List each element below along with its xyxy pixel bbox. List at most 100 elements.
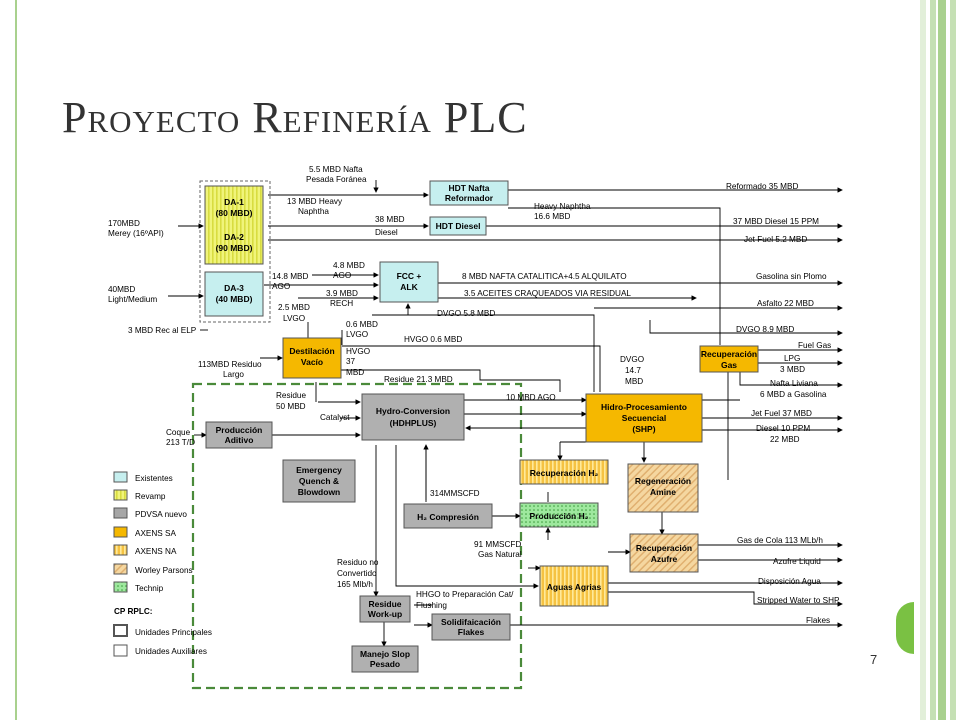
unit-da1-da2[interactable]: DA-1 (80 MBD) DA-2 (90 MBD) bbox=[204, 185, 264, 265]
svg-text:Merey (16ºAPI): Merey (16ºAPI) bbox=[108, 229, 164, 238]
svg-text:Unidades Auxiliares: Unidades Auxiliares bbox=[135, 647, 207, 656]
unit-produccion-aditivo[interactable]: Producción Aditivo bbox=[205, 421, 273, 449]
svg-text:(80 MBD): (80 MBD) bbox=[216, 208, 253, 218]
svg-text:DA-2: DA-2 bbox=[224, 232, 244, 242]
slide-title: Proyecto Refinería PLC bbox=[62, 93, 528, 142]
svg-text:Technip: Technip bbox=[135, 584, 164, 593]
slide-tab-marker bbox=[896, 602, 914, 654]
svg-text:Blowdown: Blowdown bbox=[298, 487, 341, 497]
unit-destilacion-vacio[interactable]: Destilación Vacío bbox=[282, 337, 342, 379]
svg-text:PDVSA nuevo: PDVSA nuevo bbox=[135, 510, 187, 519]
svg-text:Unidades Principales: Unidades Principales bbox=[135, 628, 212, 637]
svg-text:Recuperación: Recuperación bbox=[701, 349, 757, 359]
svg-text:AGO: AGO bbox=[333, 271, 351, 280]
svg-text:Convertido: Convertido bbox=[337, 569, 377, 578]
svg-text:Work-up: Work-up bbox=[368, 609, 402, 619]
svg-text:91 MMSCFD: 91 MMSCFD bbox=[474, 540, 521, 549]
svg-text:Worley Parsons: Worley Parsons bbox=[135, 566, 193, 575]
decor-stripe bbox=[920, 0, 926, 720]
unit-hydro-conversion[interactable]: Hydro-Conversion (HDHPLUS) bbox=[361, 393, 465, 441]
flow-lines bbox=[168, 180, 843, 647]
svg-text:37: 37 bbox=[346, 357, 356, 366]
left-border-line bbox=[15, 0, 17, 720]
svg-text:Vacío: Vacío bbox=[301, 357, 323, 367]
svg-text:16.6 MBD: 16.6 MBD bbox=[534, 212, 570, 221]
svg-text:37 MBD Diesel 15 PPM: 37 MBD Diesel 15 PPM bbox=[733, 217, 819, 226]
svg-text:Hidro-Procesamiento: Hidro-Procesamiento bbox=[601, 402, 687, 412]
unit-shp[interactable]: Hidro-Procesamiento Secuencial (SHP) bbox=[585, 393, 703, 443]
svg-text:Flushing: Flushing bbox=[416, 601, 447, 610]
unit-recuperacion-gas[interactable]: Recuperación Gas bbox=[699, 345, 759, 373]
svg-text:(40 MBD): (40 MBD) bbox=[216, 294, 253, 304]
unit-manejo-slop[interactable]: Manejo Slop Pesado bbox=[351, 645, 419, 673]
svg-text:DVGO: DVGO bbox=[620, 355, 644, 364]
svg-text:(HDHPLUS): (HDHPLUS) bbox=[390, 418, 437, 428]
svg-text:(SHP): (SHP) bbox=[632, 424, 655, 434]
svg-text:3.9 MBD: 3.9 MBD bbox=[326, 289, 358, 298]
svg-text:Nafta Liviana: Nafta Liviana bbox=[770, 379, 818, 388]
svg-text:Disposición Agua: Disposición Agua bbox=[758, 577, 821, 586]
svg-text:HDT Diesel: HDT Diesel bbox=[436, 221, 481, 231]
svg-text:8 MBD NAFTA CATALITICA+4.5 AL: 8 MBD NAFTA CATALITICA+4.5 ALQUILATO bbox=[462, 272, 627, 281]
unit-solidificacion-flakes[interactable]: Solidifaicación Flakes bbox=[431, 613, 511, 641]
svg-text:Residue: Residue bbox=[368, 599, 401, 609]
svg-text:2.5 MBD: 2.5 MBD bbox=[278, 303, 310, 312]
svg-text:Producción H₂: Producción H₂ bbox=[529, 511, 588, 521]
svg-text:22 MBD: 22 MBD bbox=[770, 435, 800, 444]
unit-regeneracion-amine[interactable]: Regeneración Amine bbox=[627, 463, 699, 513]
svg-text:FCC +: FCC + bbox=[397, 271, 422, 281]
unit-h2-compresion[interactable]: H₂ Compresión bbox=[403, 503, 493, 529]
stream-labels: 170MBD Merey (16ºAPI) 40MBD Light/Medium… bbox=[108, 165, 644, 610]
hdhplus-scope-outline bbox=[191, 382, 523, 690]
svg-text:Stripped Water to SHP: Stripped Water to SHP bbox=[757, 596, 840, 605]
svg-text:165 Mlb/h: 165 Mlb/h bbox=[337, 580, 373, 589]
svg-text:Emergency: Emergency bbox=[296, 465, 342, 475]
svg-text:4.8 MBD: 4.8 MBD bbox=[333, 261, 365, 270]
svg-text:DA-1: DA-1 bbox=[224, 197, 244, 207]
unit-fcc-alk[interactable]: FCC + ALK bbox=[379, 261, 439, 303]
unit-emergency-quench[interactable]: Emergency Quench & Blowdown bbox=[282, 459, 356, 503]
unit-recuperacion-h2[interactable]: Recuperación H₂ bbox=[519, 459, 609, 485]
svg-text:LVGO: LVGO bbox=[346, 330, 368, 339]
svg-text:113MBD Residuo: 113MBD Residuo bbox=[198, 360, 262, 369]
svg-text:Revamp: Revamp bbox=[135, 492, 166, 501]
svg-text:HHGO to Preparación Cat/: HHGO to Preparación Cat/ bbox=[416, 590, 514, 599]
svg-text:Destilación: Destilación bbox=[289, 346, 334, 356]
svg-text:HDT Nafta: HDT Nafta bbox=[448, 183, 489, 193]
svg-text:Heavy Naphtha: Heavy Naphtha bbox=[534, 202, 591, 211]
unit-residue-workup[interactable]: Residue Work-up bbox=[359, 595, 411, 623]
svg-text:Regeneración: Regeneración bbox=[635, 476, 691, 486]
svg-text:Pesado: Pesado bbox=[370, 659, 400, 669]
unit-produccion-h2[interactable]: Producción H₂ bbox=[519, 502, 599, 528]
svg-text:DVGO 5.8 MBD: DVGO 5.8 MBD bbox=[437, 309, 495, 318]
decor-stripe bbox=[950, 0, 956, 720]
svg-text:0.6 MBD: 0.6 MBD bbox=[346, 320, 378, 329]
svg-text:50 MBD: 50 MBD bbox=[276, 402, 306, 411]
svg-text:213 T/D: 213 T/D bbox=[166, 438, 195, 447]
svg-text:(90 MBD): (90 MBD) bbox=[216, 243, 253, 253]
svg-text:Residue 21.3 MBD: Residue 21.3 MBD bbox=[384, 375, 453, 384]
svg-text:Residue: Residue bbox=[276, 391, 306, 400]
svg-text:Amine: Amine bbox=[650, 487, 676, 497]
unit-aguas-agrias[interactable]: Aguas Agrias bbox=[539, 565, 609, 607]
svg-text:Gas de Cola 113 MLb/h: Gas de Cola 113 MLb/h bbox=[737, 536, 823, 545]
svg-text:38 MBD: 38 MBD bbox=[375, 215, 405, 224]
svg-text:Aditivo: Aditivo bbox=[225, 435, 254, 445]
svg-text:170MBD: 170MBD bbox=[108, 219, 140, 228]
svg-text:DVGO 8.9 MBD: DVGO 8.9 MBD bbox=[736, 325, 794, 334]
svg-text:Coque: Coque bbox=[166, 428, 191, 437]
svg-text:Azufre Liquid: Azufre Liquid bbox=[773, 557, 821, 566]
unit-hdt-diesel[interactable]: HDT Diesel bbox=[429, 216, 487, 236]
product-outputs: Reformado 35 MBD 37 MBD Diesel 15 PPM Je… bbox=[726, 182, 840, 625]
svg-text:Asfalto 22 MBD: Asfalto 22 MBD bbox=[757, 299, 814, 308]
svg-text:LPG: LPG bbox=[784, 354, 800, 363]
svg-text:LVGO: LVGO bbox=[283, 314, 305, 323]
svg-text:Flakes: Flakes bbox=[458, 627, 485, 637]
unit-da3[interactable]: DA-3 (40 MBD) bbox=[204, 271, 264, 317]
svg-text:5.5 MBD Nafta: 5.5 MBD Nafta bbox=[309, 165, 363, 174]
svg-text:RECH: RECH bbox=[330, 299, 353, 308]
unit-hdt-nafta[interactable]: HDT Nafta Reformador bbox=[429, 180, 509, 206]
svg-text:Light/Medium: Light/Medium bbox=[108, 295, 157, 304]
unit-recuperacion-azufre[interactable]: Recuperación Azufre bbox=[629, 533, 699, 573]
svg-text:MBD: MBD bbox=[625, 377, 643, 386]
